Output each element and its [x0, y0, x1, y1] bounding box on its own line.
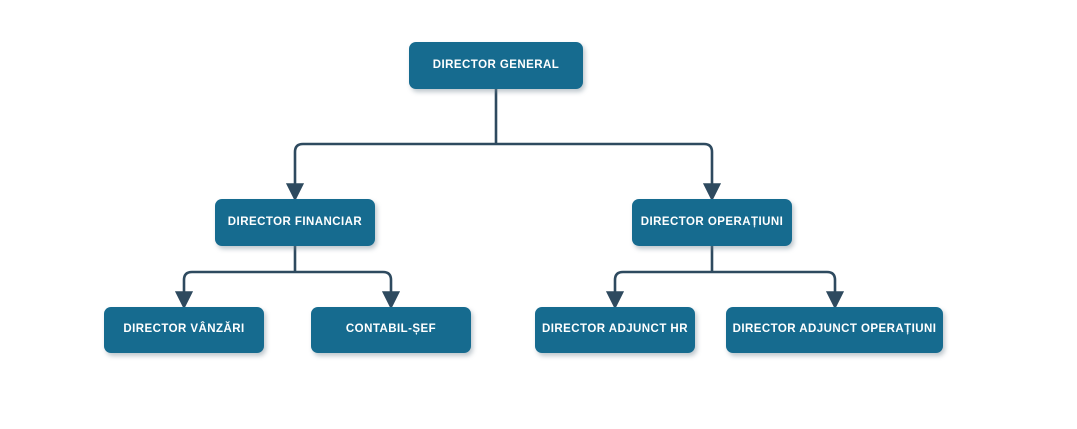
org-node-director-operatiuni[interactable]: DIRECTOR OPERAȚIUNI [632, 199, 792, 246]
org-node-label: DIRECTOR VÂNZĂRI [123, 323, 245, 336]
edge-director-financiar-to-director-vanzari [174, 270, 295, 310]
edge-director-operatiuni-to-director-adjunct-hr [605, 270, 712, 310]
org-node-label: DIRECTOR FINANCIAR [227, 215, 363, 228]
org-node-director-adjunct-hr[interactable]: DIRECTOR ADJUNCT HR [535, 307, 695, 353]
org-node-label: DIRECTOR ADJUNCT HR [542, 323, 688, 336]
edge-director-general-to-director-operatiuni [496, 142, 722, 202]
edge-director-operatiuni-to-director-adjunct-operatiuni [712, 270, 845, 310]
edge-director-financiar-to-contabil-sef [295, 270, 401, 310]
org-node-label: CONTABIL-ȘEF [345, 323, 437, 336]
org-node-director-general[interactable]: DIRECTOR GENERAL [409, 42, 583, 89]
org-node-label: DIRECTOR GENERAL [432, 58, 560, 71]
org-node-director-financiar[interactable]: DIRECTOR FINANCIAR [215, 199, 375, 246]
org-node-director-vanzari[interactable]: DIRECTOR VÂNZĂRI [104, 307, 264, 353]
org-node-director-adjunct-operatiuni[interactable]: DIRECTOR ADJUNCT OPERAȚIUNI [726, 307, 943, 353]
edge-director-general-to-director-financiar [285, 142, 496, 202]
org-node-label: DIRECTOR ADJUNCT OPERAȚIUNI [732, 323, 937, 336]
org-node-contabil-sef[interactable]: CONTABIL-ȘEF [311, 307, 471, 353]
org-node-label: DIRECTOR OPERAȚIUNI [640, 215, 784, 228]
